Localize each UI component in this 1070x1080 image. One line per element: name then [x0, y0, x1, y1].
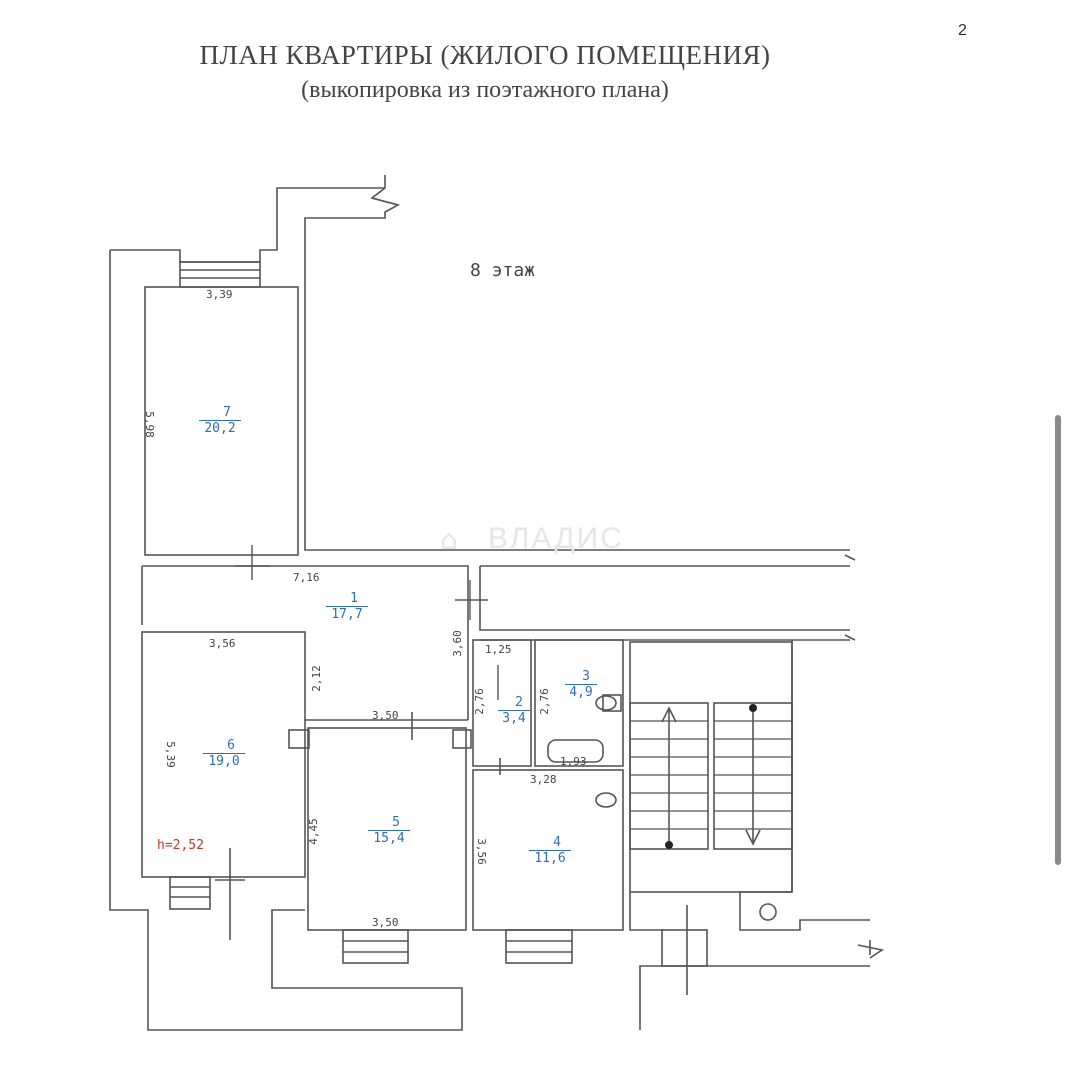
wall: [109, 250, 463, 1031]
room-5-area: 15,4: [368, 830, 410, 846]
window-4: [505, 929, 573, 964]
plan-title: ПЛАН КВАРТИРЫ (ЖИЛОГО ПОМЕЩЕНИЯ): [199, 40, 771, 70]
dim-r3-left: 2,76: [537, 688, 551, 715]
scrollbar[interactable]: [1055, 415, 1061, 865]
room-2-area: 3,4: [498, 710, 530, 726]
room-2-number: 2: [515, 695, 523, 710]
room-1-area: 17,7: [326, 606, 368, 622]
dim-r1-right: 3,60: [450, 630, 464, 657]
garbage-chute: [759, 903, 777, 921]
dim-r5-top: 3,50: [372, 709, 399, 722]
dim-r3-bottom: 1,93: [560, 755, 587, 768]
room-7-number: 7: [223, 405, 231, 420]
room-6-area: 19,0: [203, 753, 245, 769]
room-4-area: 11,6: [529, 850, 571, 866]
room-7-area: 20,2: [199, 420, 241, 436]
dim-r6-left: 5,39: [163, 741, 177, 768]
sink: [595, 792, 617, 808]
wall: [629, 892, 664, 931]
room-6-outline: [141, 631, 306, 878]
room-2-outline: [472, 639, 532, 767]
room-1-number: 1: [350, 591, 358, 606]
plan-subtitle: (выкопировка из поэтажного плана): [301, 77, 669, 103]
floor-label: 8 этаж: [470, 260, 536, 281]
dim-r7-top: 3,39: [206, 288, 233, 301]
dim-r2-top: 1,25: [485, 643, 512, 656]
dim-r2-left: 2,76: [472, 688, 486, 715]
stairwell-outline: [629, 641, 793, 893]
room-3-number: 3: [582, 669, 590, 684]
dim-r4-top: 3,28: [530, 773, 557, 786]
dim-r7-left: 5,98: [142, 411, 156, 438]
bathtub: [547, 739, 604, 763]
room-5-number: 5: [392, 815, 400, 830]
toilet: [595, 695, 617, 711]
dim-r1-vertical: 2,12: [309, 665, 323, 692]
dim-r5-left: 4,45: [306, 818, 320, 845]
dim-r1-top: 7,16: [293, 571, 320, 584]
room-3-area: 4,9: [565, 684, 597, 700]
dim-r6-top: 3,56: [209, 637, 236, 650]
window-5: [342, 929, 409, 964]
ceiling-height: h=2,52: [157, 838, 204, 853]
window-7: [179, 261, 261, 288]
room-4-number: 4: [553, 835, 561, 850]
room-3-outline: [534, 639, 624, 767]
dim-r5-bottom: 3,50: [372, 916, 399, 929]
break-mark: [371, 197, 399, 206]
room-6-number: 6: [227, 738, 235, 753]
page-number: 2: [958, 22, 967, 39]
dim-r4-left: 3,56: [474, 838, 488, 865]
watermark-logo-icon: ⌂: [440, 523, 458, 556]
wall: [110, 187, 385, 263]
watermark: ВЛАДИС: [488, 522, 624, 555]
wall: [304, 175, 850, 551]
wall: [739, 891, 870, 931]
window-6: [169, 876, 211, 910]
wall: [479, 566, 850, 631]
